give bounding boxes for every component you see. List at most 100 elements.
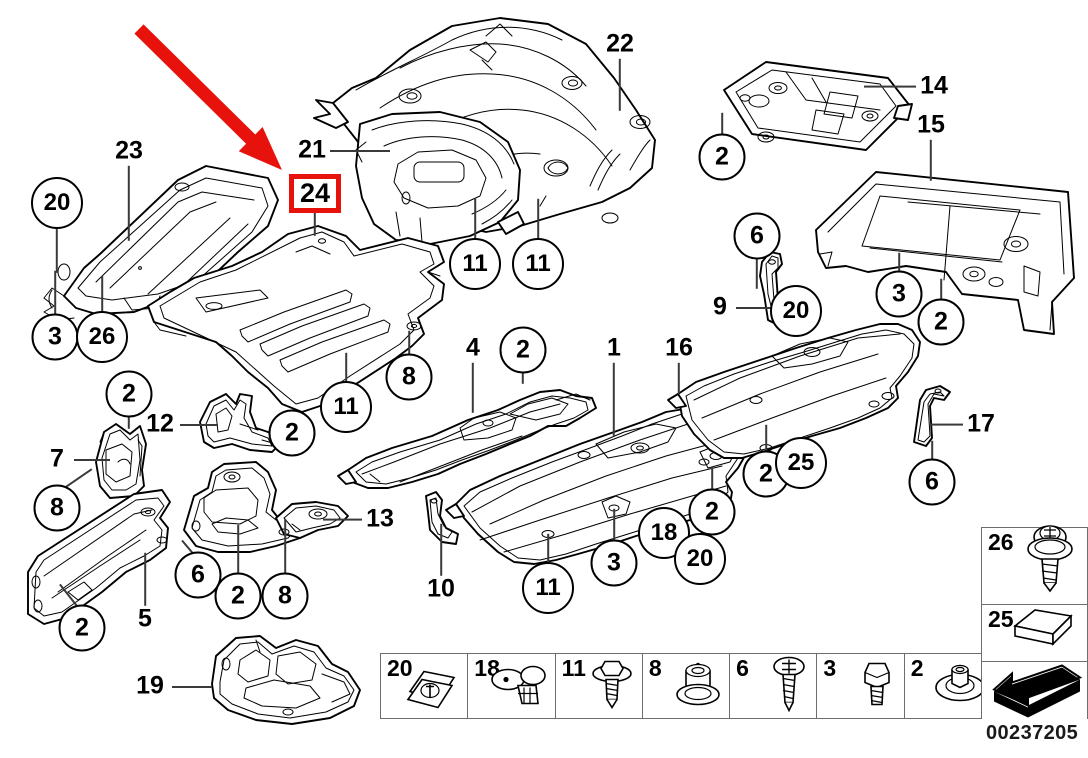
leader-line <box>619 58 621 111</box>
fastener-cell-20[interactable]: 20 <box>381 654 469 718</box>
part-number-5[interactable]: 5 <box>138 604 152 633</box>
part-number-23[interactable]: 23 <box>115 136 143 165</box>
balloon-callout-3[interactable]: 3 <box>875 270 923 318</box>
balloon-callout-20[interactable]: 20 <box>674 533 726 585</box>
leader-line <box>678 362 680 394</box>
expanding-rivet-icon <box>488 658 550 715</box>
highlighted-part-number-24[interactable]: 24 <box>289 174 341 213</box>
fastener-cell-6[interactable]: 6 <box>730 654 818 718</box>
balloon-callout-2[interactable]: 2 <box>268 409 316 457</box>
collar-screw-icon <box>1017 519 1083 602</box>
balloon-callout-2[interactable]: 2 <box>499 326 547 374</box>
legend-cell-25[interactable]: 25 <box>982 604 1087 663</box>
clip-washer-icon <box>404 658 462 715</box>
balloon-callout-8[interactable]: 8 <box>33 484 81 532</box>
part-number-15[interactable]: 15 <box>917 110 945 139</box>
leader-line <box>474 198 476 241</box>
fastener-cell-8[interactable]: 8 <box>642 654 731 718</box>
fastener-cell-2[interactable]: 2 <box>904 654 992 718</box>
legend-cell-26[interactable]: 26 <box>982 524 1087 605</box>
part-19-shield <box>211 635 361 725</box>
fastener-cell-11[interactable]: 11 <box>555 654 643 718</box>
balloon-callout-26[interactable]: 26 <box>76 311 128 363</box>
part-number-7[interactable]: 7 <box>50 444 64 473</box>
part-number-4[interactable]: 4 <box>466 333 480 362</box>
balloon-callout-2[interactable]: 2 <box>105 370 153 418</box>
leader-line <box>864 86 916 88</box>
balloon-callout-2[interactable]: 2 <box>58 604 106 652</box>
balloon-callout-2[interactable]: 2 <box>688 488 736 536</box>
part-cluster-center-left <box>183 461 349 553</box>
fastener-number: 20 <box>387 655 413 681</box>
part-12-bracket <box>199 393 283 453</box>
legend-number: 26 <box>988 529 1014 555</box>
part-number-1[interactable]: 1 <box>607 333 621 362</box>
balloon-callout-6[interactable]: 6 <box>733 212 781 260</box>
part-number-10[interactable]: 10 <box>427 574 455 603</box>
balloon-callout-11[interactable]: 11 <box>449 238 501 290</box>
leader-line <box>74 459 110 461</box>
leader-line <box>930 139 932 181</box>
part-number-16[interactable]: 16 <box>665 333 693 362</box>
part-7-bracket <box>95 423 147 499</box>
balloon-callout-8[interactable]: 8 <box>385 353 433 401</box>
leader-line <box>330 150 390 152</box>
part-24-floor-panel <box>147 225 445 413</box>
parts-detail-legend: 26 25 <box>981 524 1088 720</box>
diagram-id-number: 00237205 <box>986 722 1079 744</box>
fastener-number: 3 <box>823 655 837 681</box>
flange-bolt-icon <box>587 656 637 717</box>
leader-line <box>172 686 212 688</box>
leader-line <box>472 362 474 413</box>
fastener-number: 8 <box>648 655 662 681</box>
leader-line <box>440 523 442 576</box>
balloon-callout-3[interactable]: 3 <box>31 313 79 361</box>
legend-cell-arrow[interactable] <box>982 662 1087 720</box>
leader-line <box>613 362 615 436</box>
legend-number: 25 <box>988 605 1014 632</box>
balloon-callout-2[interactable]: 2 <box>214 572 262 620</box>
fastener-number: 2 <box>910 655 924 681</box>
leader-line <box>180 424 218 426</box>
part-number-14[interactable]: 14 <box>920 71 948 100</box>
balloon-callout-2[interactable]: 2 <box>917 298 965 346</box>
balloon-callout-2[interactable]: 2 <box>698 133 746 181</box>
leader-line <box>345 352 347 385</box>
fastener-cell-3[interactable]: 3 <box>817 654 905 718</box>
balloon-callout-25[interactable]: 25 <box>775 437 827 489</box>
balloon-callout-8[interactable]: 8 <box>261 572 309 620</box>
balloon-callout-6[interactable]: 6 <box>174 551 222 599</box>
balloon-callout-11[interactable]: 11 <box>320 381 372 433</box>
part-16-shield <box>667 323 921 459</box>
part-number-9[interactable]: 9 <box>713 292 727 321</box>
balloon-callout-3[interactable]: 3 <box>590 539 638 587</box>
part-14-panel <box>723 61 913 151</box>
balloon-callout-20[interactable]: 20 <box>31 177 83 229</box>
direction-arrow-icon <box>988 656 1084 727</box>
fastener-number: 6 <box>736 655 749 681</box>
leader-line <box>56 226 58 273</box>
hex-bolt-icon <box>855 657 899 716</box>
balloon-callout-11[interactable]: 11 <box>522 562 574 614</box>
part-number-22[interactable]: 22 <box>606 29 634 58</box>
part-number-13[interactable]: 13 <box>366 504 394 533</box>
part-4-tunnel-shield <box>337 389 597 489</box>
part-10-bracket <box>425 491 459 545</box>
part-17-bracket <box>913 385 951 447</box>
part-number-21[interactable]: 21 <box>298 135 326 164</box>
leader-line <box>547 533 549 566</box>
fastener-number: 11 <box>561 655 586 681</box>
balloon-callout-6[interactable]: 6 <box>908 458 956 506</box>
balloon-callout-11[interactable]: 11 <box>512 238 564 290</box>
flange-nut-icon <box>672 657 724 716</box>
part-number-12[interactable]: 12 <box>146 409 174 438</box>
leader-line <box>284 518 286 581</box>
balloon-callout-20[interactable]: 20 <box>770 285 822 337</box>
leader-line <box>736 307 779 309</box>
part-number-19[interactable]: 19 <box>136 671 164 700</box>
fastener-cell-18[interactable]: 18 <box>468 654 556 718</box>
part-number-17[interactable]: 17 <box>967 409 995 438</box>
